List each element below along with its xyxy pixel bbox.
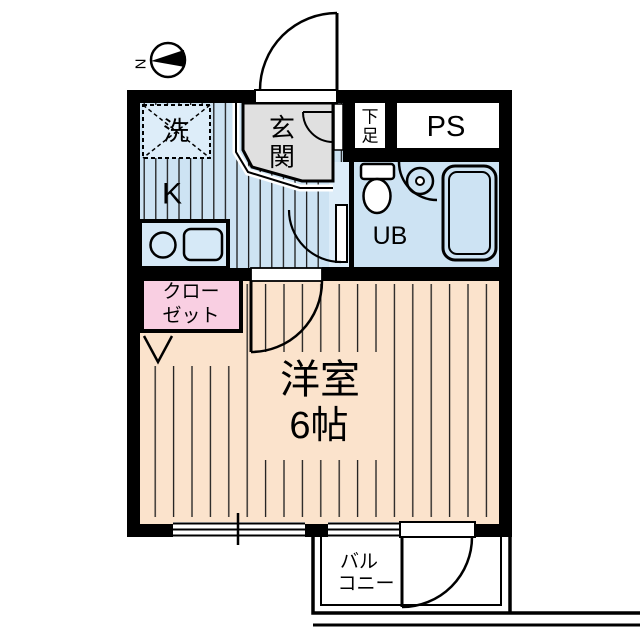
wall-shoe-ps-divider bbox=[385, 103, 397, 150]
wall-entrance-bath bbox=[343, 103, 355, 162]
north-compass: N bbox=[133, 41, 187, 79]
entrance-label-char1: 玄 bbox=[269, 113, 295, 143]
room-labels: 洗 K 玄 関 下 足 PS UB クロー ゼット 洋室 6帖 バル コニー bbox=[162, 108, 465, 595]
balcony-outer-wall bbox=[311, 537, 640, 615]
balcony-door-threshold bbox=[399, 521, 476, 538]
closet-label-line1: クロー bbox=[162, 281, 219, 303]
stove-burner-icon bbox=[149, 231, 177, 259]
entrance-step-line bbox=[235, 103, 333, 189]
bath-door-swing-arc bbox=[287, 209, 342, 264]
western-room-label-line2: 6帖 bbox=[289, 405, 348, 447]
pipe-space-label: PS bbox=[427, 111, 466, 143]
unit-bath-label: UB bbox=[373, 222, 408, 250]
washer-diagonal-2 bbox=[142, 104, 211, 159]
kitchen-counter bbox=[138, 219, 230, 270]
bathtub-inner bbox=[448, 171, 491, 255]
washer-space bbox=[142, 104, 211, 159]
entrance-label-char2: 関 bbox=[269, 142, 295, 172]
wall-right bbox=[499, 90, 512, 537]
washer-label: 洗 bbox=[163, 116, 189, 146]
wall-bottom-right bbox=[475, 524, 512, 537]
front-door-swing-arc bbox=[258, 11, 338, 91]
wall-top-right bbox=[337, 90, 512, 103]
windows bbox=[173, 513, 400, 545]
entrance-inner-door-arc bbox=[302, 111, 334, 143]
balcony-label-line1: バル bbox=[340, 552, 378, 573]
front-door-threshold bbox=[254, 89, 338, 104]
balcony-label-line2: コニー bbox=[337, 574, 394, 595]
sink-basin-icon bbox=[182, 227, 224, 262]
wall-left bbox=[127, 90, 140, 537]
shoe-storage-label-char1: 下 bbox=[362, 108, 379, 127]
closet-label-line2: ゼット bbox=[162, 305, 219, 327]
toilet-bowl-icon bbox=[362, 177, 392, 215]
closet-box bbox=[140, 277, 243, 333]
shoe-storage-label-char2: 足 bbox=[362, 127, 379, 146]
toilet bbox=[359, 162, 396, 215]
bathtub bbox=[441, 164, 498, 262]
wall-mid-right bbox=[322, 267, 499, 281]
bath-door-panel bbox=[335, 204, 348, 263]
closet-door-fold-icon bbox=[142, 335, 174, 365]
front-door bbox=[254, 11, 339, 104]
closet bbox=[140, 277, 243, 365]
room-door bbox=[249, 267, 324, 354]
wall-bath-left-edge bbox=[349, 162, 354, 268]
bath-door bbox=[287, 204, 348, 264]
compass-needle-icon bbox=[151, 50, 185, 67]
wash-basin bbox=[397, 161, 438, 202]
wall-top-left bbox=[127, 90, 255, 103]
compass-north-label: N bbox=[133, 59, 150, 70]
room-door-threshold bbox=[250, 267, 323, 282]
basin-drain-icon bbox=[415, 176, 425, 186]
wall-under-shoe-ps bbox=[343, 148, 499, 162]
shoe-storage-box bbox=[355, 103, 385, 148]
room-floor-stripes-left bbox=[142, 366, 246, 517]
toilet-tank-icon bbox=[359, 162, 396, 181]
balcony-inner-line bbox=[320, 537, 502, 606]
entrance-inner-door-panel bbox=[333, 103, 344, 151]
wall-bottom-left bbox=[127, 524, 173, 537]
basin-bowl-icon bbox=[405, 166, 435, 196]
pipe-space-box bbox=[397, 103, 499, 148]
kitchen-label: K bbox=[162, 178, 182, 211]
room-door-swing-arc bbox=[250, 280, 324, 354]
bathtub-outer bbox=[441, 164, 498, 262]
entrance-inner-door bbox=[302, 103, 344, 151]
western-room-label-line1: 洋室 bbox=[280, 358, 360, 402]
room-label-backing bbox=[252, 352, 390, 460]
wall-bottom-middle bbox=[305, 524, 328, 537]
balcony bbox=[311, 537, 640, 627]
walls bbox=[127, 90, 512, 537]
